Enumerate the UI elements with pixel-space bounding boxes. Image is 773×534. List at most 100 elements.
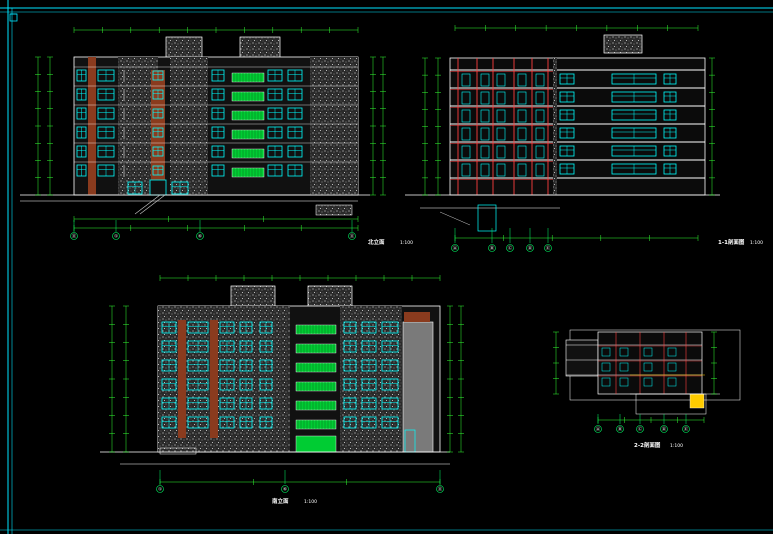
base-plinth [315, 204, 353, 216]
opening-v4 [667, 362, 677, 372]
section-opening [480, 163, 490, 177]
section-opening [480, 145, 490, 159]
section-opening [517, 145, 527, 159]
view-scale-v1: 1:100 [400, 240, 413, 246]
ground-balcony [295, 435, 337, 453]
brick-strip [88, 57, 96, 195]
roof-machine-room [239, 36, 281, 60]
grid-v1-0-label: ⑪ [72, 233, 77, 240]
stair-tower-head [404, 312, 430, 322]
section-opening [480, 127, 490, 141]
section-opening [496, 91, 506, 105]
basement-door [477, 204, 497, 232]
grid-v4-0-label: Ⓐ [596, 426, 601, 433]
grid-v4-1-label: Ⓑ [618, 426, 623, 433]
stucco-panel-right [310, 57, 358, 195]
section-block-a [565, 339, 599, 377]
stucco-strip-v2 [553, 58, 557, 195]
opening-v4 [601, 377, 611, 387]
stair-ramp [139, 194, 166, 215]
section-opening [535, 109, 545, 123]
opening-v4 [643, 347, 653, 357]
opening-v4 [601, 362, 611, 372]
stucco-panel-mid [170, 57, 208, 195]
stair-hatch-v4 [689, 393, 705, 409]
grid-v2-1-label: Ⓑ [490, 245, 495, 252]
section-opening [496, 109, 506, 123]
grid-v2-2-label: Ⓒ [508, 245, 513, 252]
opening-v4 [667, 377, 677, 387]
view-section-1-1: Ⓐ Ⓑ Ⓒ Ⓓ Ⓔ [405, 25, 720, 252]
grid-v2-1-bubble [488, 244, 496, 252]
grid-v4-2-bubble [636, 425, 644, 433]
grid-v1-3-bubble [348, 232, 356, 240]
brick-strip-v3 [210, 320, 218, 438]
grid-v2-4-bubble [544, 244, 552, 252]
section-opening [535, 91, 545, 105]
grid-v4-3-bubble [660, 425, 668, 433]
section-opening [461, 163, 471, 177]
balcony [231, 72, 265, 83]
grid-v2-0-label: Ⓐ [453, 245, 458, 252]
section-opening [535, 145, 545, 159]
balcony [231, 110, 265, 121]
grid-v4-2-label: Ⓒ [638, 426, 643, 433]
section-opening [461, 109, 471, 123]
section-opening [517, 163, 527, 177]
roof-room-v3 [307, 285, 353, 309]
grid-v2-3-label: Ⓓ [528, 245, 533, 252]
opening-v4 [619, 362, 629, 372]
grid-v2-4-label: Ⓔ [546, 245, 551, 252]
section-opening [480, 73, 490, 87]
section-opening [535, 127, 545, 141]
section-opening [461, 145, 471, 159]
grid-v3-1-label: ⑥ [283, 487, 287, 493]
section-opening [517, 91, 527, 105]
grid-v4-4-label: Ⓔ [684, 426, 689, 433]
opening-v4 [601, 347, 611, 357]
entry-step [159, 447, 197, 455]
section-opening [496, 73, 506, 87]
grid-v1-0-bubble [70, 232, 78, 240]
section-opening [517, 73, 527, 87]
grid-v2-2-bubble [506, 244, 514, 252]
roof-tower-v3 [230, 285, 276, 309]
view-south-elevation: ① ⑥ ⑪ [100, 275, 464, 493]
grid-v4-3-label: Ⓓ [662, 426, 667, 433]
balcony [231, 167, 265, 178]
grid-v3-1-bubble [281, 485, 289, 493]
view-title-v4: 2-2剖面图 [634, 441, 661, 449]
view-title-v3: 南立面 [272, 497, 289, 505]
opening-v4 [643, 362, 653, 372]
section-opening [496, 145, 506, 159]
grid-v4-0-bubble [594, 425, 602, 433]
section-outline [449, 57, 706, 196]
frame-corner-mark [9, 13, 18, 22]
grid-v3-0-label: ① [158, 487, 162, 493]
view-scale-v2: 1:100 [750, 240, 763, 246]
section-opening [517, 109, 527, 123]
grid-v1-1-bubble [112, 232, 120, 240]
grid-v4-1-bubble [616, 425, 624, 433]
grid-v3-2-label: ⑪ [438, 486, 443, 493]
roof-tower-v2 [603, 34, 643, 54]
section-opening [461, 73, 471, 87]
view-section-2-2: Ⓐ Ⓑ Ⓒ Ⓓ Ⓔ [553, 329, 741, 433]
section-opening [535, 73, 545, 87]
roof-stair-tower [165, 36, 203, 60]
grid-v1-2-bubble [196, 232, 204, 240]
section-opening [480, 109, 490, 123]
opening-v4 [643, 377, 653, 387]
section-opening [496, 163, 506, 177]
stair-tower-glazing [402, 321, 434, 453]
section-opening [535, 163, 545, 177]
grid-v3-0-bubble [156, 485, 164, 493]
balcony [231, 148, 265, 159]
ramp-v2 [439, 211, 471, 226]
balcony [231, 129, 265, 140]
grid-v4-4-bubble [682, 425, 690, 433]
view-scale-v3: 1:100 [304, 499, 317, 505]
